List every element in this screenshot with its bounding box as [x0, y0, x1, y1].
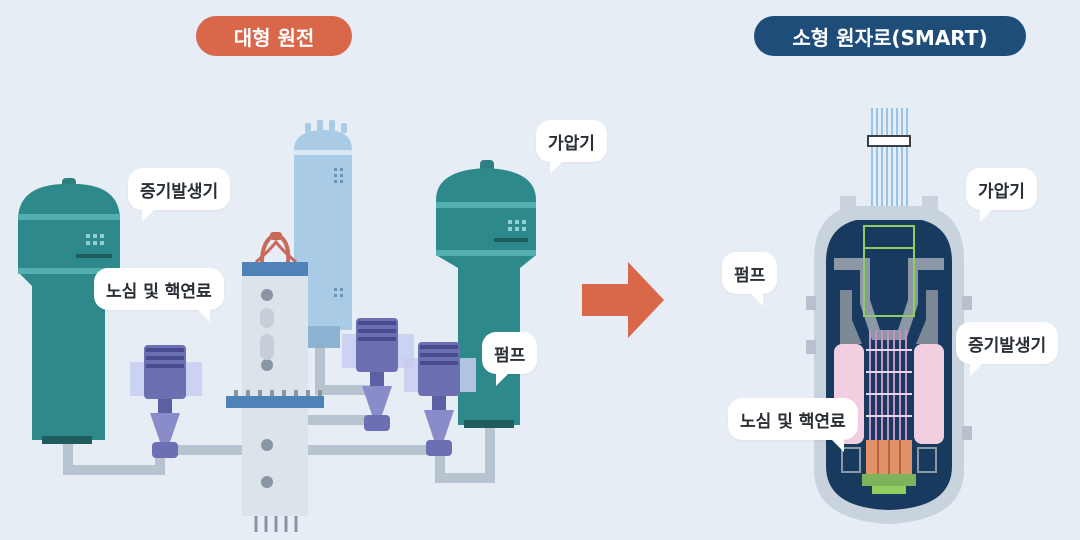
- smart-reactor-title: 소형 원자로(SMART): [754, 16, 1026, 56]
- large-core-label: 노심 및 핵연료: [94, 268, 224, 322]
- smart-reactor: [806, 108, 972, 524]
- smart-core-label: 노심 및 핵연료: [728, 398, 858, 452]
- large-reactor-column: [226, 231, 324, 532]
- large-pressurizer-tower: [294, 120, 352, 348]
- large-pump-left: [130, 345, 202, 458]
- smart-pump-label: 펌프: [722, 252, 778, 306]
- smart-steam-generator-label: 증기발생기: [956, 322, 1059, 376]
- large-steam-generator-label: 증기발생기: [128, 168, 231, 222]
- smart-pressurizer-label: 가압기: [966, 168, 1037, 222]
- large-pump-center: [342, 318, 414, 431]
- large-pump-right: [404, 342, 476, 456]
- large-pump-label: 펌프: [482, 332, 538, 386]
- large-plant-title: 대형 원전: [196, 16, 352, 56]
- large-pressurizer-label: 가압기: [536, 120, 607, 174]
- large-steam-generator: [18, 178, 120, 444]
- transition-arrow: [582, 262, 664, 338]
